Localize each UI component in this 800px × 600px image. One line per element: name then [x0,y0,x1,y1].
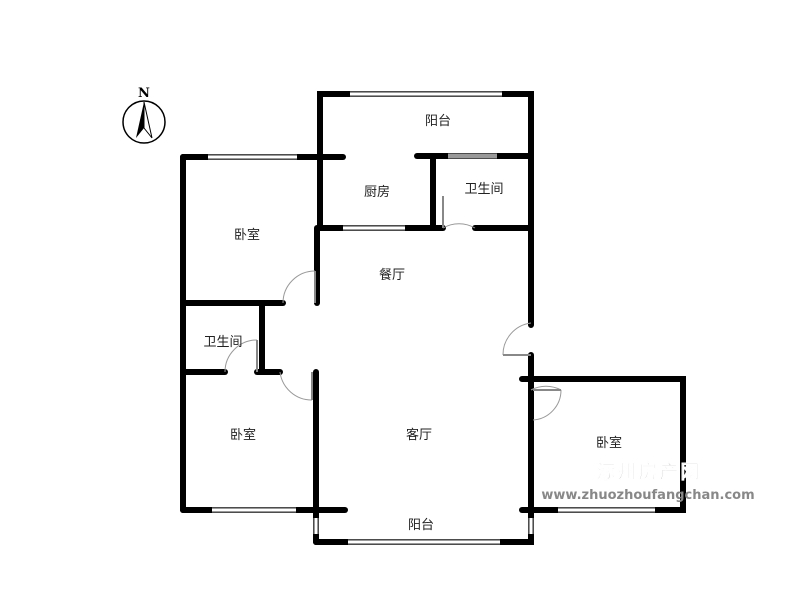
room-labels: 阳台 厨房 卫生间 卧室 餐厅 卫生间 卧室 客厅 卧室 阳台 [203,114,622,533]
room-label-bedroom-southwest: 卧室 [230,427,256,443]
room-label-bedroom-east: 卧室 [596,435,622,451]
room-label-bathroom-west: 卫生间 [203,335,242,350]
room-label-bedroom-west: 卧室 [234,227,260,243]
north-label: N [138,86,150,101]
room-label-balcony-south: 阳台 [408,518,434,533]
room-label-balcony-north: 阳台 [425,114,451,129]
door-bathroom-north[interactable] [442,223,476,229]
watermark-url: www.zhuozhoufangchan.com [541,488,754,503]
room-label-living: 客厅 [406,427,432,443]
room-label-bathroom-north: 卫生间 [464,182,503,197]
compass: N [122,86,166,144]
room-label-dining: 餐厅 [379,267,405,283]
door-bedroom-west[interactable] [282,270,316,304]
door-bathroom-west[interactable] [224,339,258,373]
door-bedroom-east[interactable] [530,385,562,421]
room-label-kitchen: 厨房 [364,184,390,200]
door-bedroom-southwest[interactable] [279,371,313,401]
north-arrow-icon [136,102,144,138]
door-entrance[interactable] [502,322,532,356]
doors [224,196,562,421]
watermark-title: 涿州房产网 [596,460,701,483]
windows [208,91,655,545]
watermark: 涿州房产网 www.zhuozhoufangchan.com [541,460,754,503]
